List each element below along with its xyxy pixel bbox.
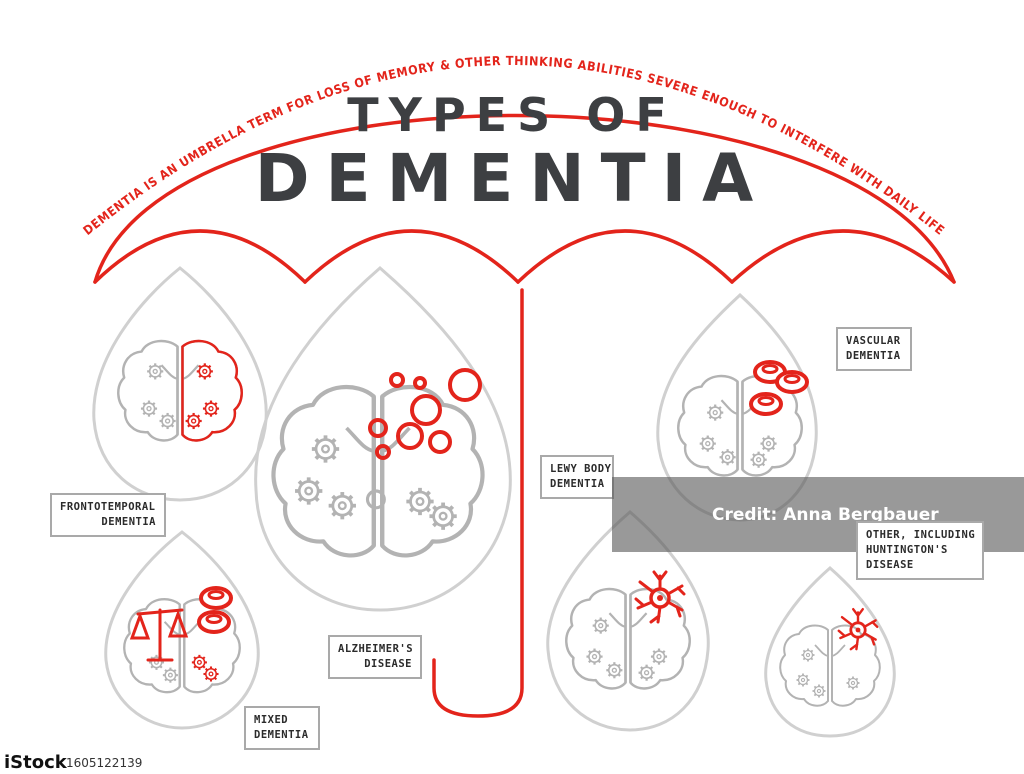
drop-frontotemporal: [92, 266, 268, 502]
umbrella-handle: [432, 288, 524, 718]
umbrella-canopy: [93, 113, 956, 284]
stock-logo: iStock: [4, 752, 67, 773]
blood-cell-icon: [749, 392, 783, 416]
label-lewy-body: LEWY BODY DEMENTIA: [540, 455, 614, 499]
label-alzheimers: ALZHEIMER'S DISEASE: [328, 635, 422, 679]
brain-alzheimers: [273, 387, 482, 555]
drop-other-huntingtons: [764, 566, 896, 738]
drop-alzheimers: [254, 266, 512, 612]
scales-icon: [129, 608, 189, 662]
label-vascular: VASCULAR DEMENTIA: [836, 327, 912, 371]
brain-huntingtons: [779, 624, 881, 707]
blood-cell-icon: [197, 610, 231, 634]
label-mixed: MIXED DEMENTIA: [244, 706, 320, 750]
blood-cell-icon: [775, 370, 809, 394]
label-other-huntingtons: OTHER, INCLUDING HUNTINGTON'S DISEASE: [856, 521, 984, 580]
stock-image-id: 1605122139: [66, 756, 143, 770]
title-line-1: TYPES OF: [347, 88, 677, 142]
neuron-icon: [634, 570, 686, 624]
amyloid-plaques: [368, 368, 482, 460]
drop-mixed: [104, 530, 260, 730]
title-line-2: DEMENTIA: [254, 140, 770, 217]
brain-frontotemporal: [117, 339, 243, 442]
blood-cell-icon: [199, 586, 233, 610]
stock-footer: [0, 750, 1024, 774]
label-frontotemporal: FRONTOTEMPORAL DEMENTIA: [50, 493, 166, 537]
drop-lewy-body: [546, 510, 710, 732]
